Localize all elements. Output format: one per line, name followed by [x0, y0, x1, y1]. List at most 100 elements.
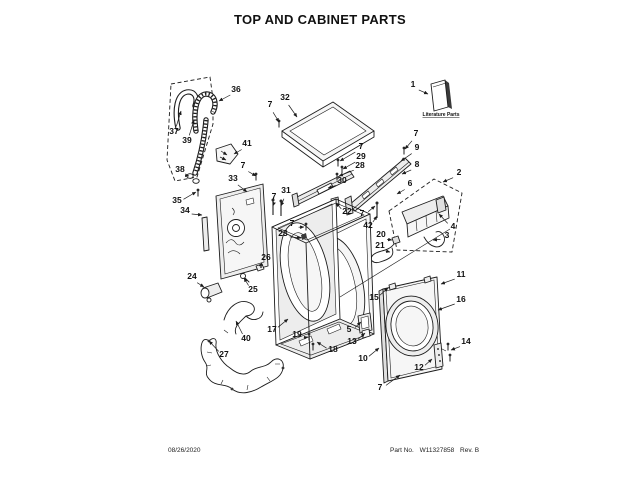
callout-number-1: 1 — [411, 79, 416, 89]
callout-leader-1 — [418, 89, 429, 95]
callout-leader-24 — [197, 282, 205, 288]
callout-leader-13 — [357, 332, 366, 340]
callout-number-4: 4 — [451, 221, 456, 231]
callout-leader-42 — [372, 215, 378, 223]
callout-leader-26 — [258, 262, 264, 267]
callout-number-7: 7 — [378, 382, 383, 392]
callout-leader-32 — [288, 104, 298, 118]
callout-leader-31 — [280, 198, 285, 207]
footer-part-number: Part No. W11327858 Rev. B — [390, 447, 483, 454]
callout-leader-7 — [404, 140, 413, 150]
callout-number-7: 7 — [360, 208, 365, 218]
callout-number-7: 7 — [241, 160, 246, 170]
callout-number-24: 24 — [187, 271, 197, 281]
callout-number-5: 5 — [347, 324, 352, 334]
callout-leader-4 — [438, 213, 448, 224]
callout-leader-25 — [243, 277, 249, 286]
hose-clamp — [192, 178, 200, 184]
top-panel — [277, 101, 375, 168]
callout-number-36: 36 — [231, 84, 241, 94]
callout-leader-39 — [188, 119, 195, 136]
callout-number-8: 8 — [415, 159, 420, 169]
callout-number-41: 41 — [242, 138, 252, 148]
callout-number-34: 34 — [180, 205, 190, 215]
callout-number-40: 40 — [241, 333, 251, 343]
callout-number-17: 17 — [267, 324, 277, 334]
callout-leader-12 — [424, 358, 433, 366]
clip-part-15 — [388, 282, 397, 291]
rear-panel — [215, 183, 269, 280]
trim-strip — [196, 188, 210, 252]
callout-leader-35 — [183, 191, 197, 200]
revision: Rev. B — [460, 447, 480, 454]
callout-leader-38 — [184, 173, 190, 178]
clip-part-41 — [215, 143, 239, 165]
callout-leader-41 — [233, 149, 242, 155]
callout-leader-2 — [442, 177, 454, 183]
callout-number-2: 2 — [457, 167, 462, 177]
callout-number-9: 9 — [415, 142, 420, 152]
callout-number-12: 12 — [414, 362, 424, 372]
callout-number-3: 3 — [445, 230, 450, 240]
callout-leader-7 — [339, 151, 356, 162]
callout-number-14: 14 — [461, 336, 471, 346]
callout-number-11: 11 — [457, 269, 466, 279]
callout-number-28: 28 — [355, 160, 365, 170]
callout-number-7: 7 — [290, 218, 295, 228]
callout-number-33: 33 — [228, 173, 238, 183]
callout-number-20: 20 — [376, 229, 386, 239]
callout-number-15: 15 — [369, 292, 379, 302]
callout-leader-23 — [289, 235, 302, 240]
callout-leader-20 — [387, 237, 393, 242]
callout-number-19: 19 — [292, 329, 302, 339]
callout-leader-7 — [272, 112, 280, 123]
callout-number-7: 7 — [414, 128, 419, 138]
callout-leader-33 — [237, 184, 248, 193]
callout-number-30: 30 — [337, 175, 347, 185]
callout-leader-18 — [316, 341, 327, 349]
callout-leader-30 — [327, 185, 337, 189]
callout-leader-10 — [368, 347, 380, 357]
callout-number-22: 22 — [342, 206, 352, 216]
callout-leader-5 — [354, 321, 362, 328]
callout-leader-7 — [248, 171, 257, 177]
callout-number-31: 31 — [281, 185, 291, 195]
callout-number-29: 29 — [356, 151, 366, 161]
callout-leader-15 — [379, 287, 389, 296]
callout-number-26: 26 — [261, 252, 271, 262]
callout-number-35: 35 — [172, 195, 182, 205]
part-no-label: Part No. — [390, 447, 414, 454]
callout-leader-28 — [338, 169, 354, 177]
callout-number-23: 23 — [278, 228, 288, 238]
callout-number-38: 38 — [175, 164, 185, 174]
callout-leader-22 — [335, 202, 342, 210]
right-top-rail — [344, 146, 412, 216]
callout-leader-40 — [235, 320, 243, 335]
callout-number-32: 32 — [280, 92, 290, 102]
inlet-part-24 — [200, 282, 223, 303]
callout-number-39: 39 — [182, 135, 192, 145]
callout-number-7: 7 — [272, 191, 277, 201]
wire-harness-40 — [223, 301, 264, 335]
literature-parts-book: Literature Parts — [423, 79, 460, 118]
callout-leader-11 — [440, 278, 455, 285]
footer-date: 08/26/2020 — [168, 447, 201, 454]
clip-part-23 — [301, 233, 307, 240]
callout-leader-16 — [437, 303, 455, 311]
callout-number-16: 16 — [456, 294, 466, 304]
cabinet — [254, 172, 375, 360]
callout-leader-37 — [175, 110, 182, 127]
callout-leader-6 — [396, 189, 405, 195]
callout-number-13: 13 — [347, 336, 357, 346]
callout-number-7: 7 — [268, 99, 273, 109]
callout-leader-19 — [303, 335, 309, 340]
callout-leader-7 — [385, 374, 401, 386]
callout-leader-36 — [218, 94, 231, 102]
callout-leader-21 — [385, 249, 391, 253]
callout-number-37: 37 — [169, 126, 179, 136]
callout-leader-34 — [191, 212, 203, 217]
callout-number-27: 27 — [219, 349, 229, 359]
callout-leader-7 — [367, 205, 376, 212]
